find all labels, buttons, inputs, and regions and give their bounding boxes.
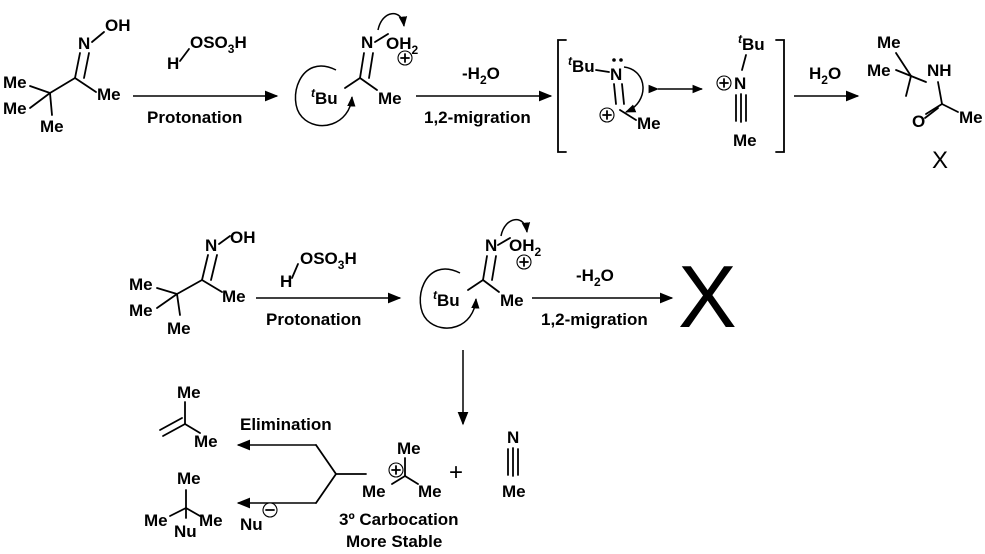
plus-sign: + xyxy=(449,459,463,486)
atom-o: O xyxy=(912,112,925,131)
starting-oxime-top: N OH Me Me Me Me xyxy=(3,16,131,136)
atom-me: Me xyxy=(129,275,153,294)
protonation-step-bottom: H OSO3H Protonation xyxy=(256,249,402,329)
label-migration: 1,2-migration xyxy=(541,310,648,329)
atom-oh: OH xyxy=(230,228,256,247)
atom-me: Me xyxy=(177,383,201,402)
atom-tbu: tBu xyxy=(433,288,460,310)
atom-me: Me xyxy=(3,73,27,92)
label-protonation: Protonation xyxy=(266,310,361,329)
reagent-oso3h: OSO3H xyxy=(300,249,357,272)
atom-n: N xyxy=(361,33,373,52)
atom-me: Me xyxy=(418,482,442,501)
atom-n: N xyxy=(78,34,90,53)
atom-me: Me xyxy=(397,439,421,458)
atom-n: N xyxy=(485,236,497,255)
reagent-h: H xyxy=(280,272,292,291)
atom-me: Me xyxy=(222,287,246,306)
atom-nh: NH xyxy=(927,61,952,80)
atom-n: N xyxy=(507,428,519,447)
atom-me: Me xyxy=(144,511,168,530)
atom-oh: OH xyxy=(105,16,131,35)
amide-product: Me Me NH O Me X xyxy=(867,33,983,174)
nitrilium-resonance: tBu N Me tBu N Me xyxy=(557,32,785,153)
atom-nu: Nu xyxy=(174,522,197,541)
atom-me: Me xyxy=(3,99,27,118)
reagent-oso3h: OSO3H xyxy=(190,33,247,56)
label-water: H2O xyxy=(809,64,841,87)
atom-me: Me xyxy=(378,89,402,108)
hydration-step-top: H2O xyxy=(794,64,860,102)
bottom-scheme: N OH Me Me Me Me H OSO3H Protonation N O… xyxy=(129,219,737,551)
label-minus-water: -H2O xyxy=(462,64,500,87)
atom-me: Me xyxy=(40,117,64,136)
atom-me: Me xyxy=(194,432,218,451)
atom-me: Me xyxy=(199,511,223,530)
isobutylene: Me Me xyxy=(159,383,218,451)
atom-me: Me xyxy=(500,291,524,310)
product-x-label: X xyxy=(932,147,948,174)
atom-me: Me xyxy=(167,319,191,338)
atom-tbu: tBu xyxy=(568,54,595,76)
carbocation-stability-label: More Stable xyxy=(346,532,442,551)
carbocation-label: 3º Carbocation xyxy=(339,510,459,529)
blocked-product-x: X xyxy=(678,247,737,346)
atom-tbu: tBu xyxy=(738,32,765,54)
atom-oh2: OH2 xyxy=(386,34,419,57)
atom-me: Me xyxy=(733,131,757,150)
reagent-h: H xyxy=(167,54,179,73)
tert-butyl-carbocation: Me Me Me 3º Carbocation More Stable xyxy=(339,439,459,551)
protonated-oxime-bottom: N OH2 tBu Me xyxy=(419,219,542,329)
label-minus-water: -H2O xyxy=(576,266,614,289)
tert-butyl-nucleophile-adduct: Me Me Me Nu xyxy=(144,469,223,541)
top-scheme: N OH Me Me Me Me H OSO3H Protonation N O… xyxy=(3,13,983,174)
atom-oh2: OH2 xyxy=(509,236,542,259)
atom-me: Me xyxy=(877,33,901,52)
migration-step-top: -H2O 1,2-migration xyxy=(416,64,553,127)
atom-me: Me xyxy=(97,85,121,104)
atom-me: Me xyxy=(502,482,526,501)
atom-n: N xyxy=(205,236,217,255)
atom-n: N xyxy=(734,74,746,93)
atom-me: Me xyxy=(959,108,983,127)
label-protonation: Protonation xyxy=(147,108,242,127)
atom-nu: Nu xyxy=(240,515,263,534)
label-elimination: Elimination xyxy=(240,415,332,434)
acetonitrile: N Me xyxy=(502,428,526,501)
atom-me: Me xyxy=(362,482,386,501)
atom-n: N xyxy=(610,65,622,84)
migration-step-bottom: -H2O 1,2-migration X xyxy=(532,247,737,346)
atom-me: Me xyxy=(177,469,201,488)
protonated-oxime-top: N OH2 tBu Me xyxy=(294,13,419,127)
atom-me: Me xyxy=(637,114,661,133)
branch-arrows: Elimination Nu xyxy=(236,415,367,534)
atom-tbu: tBu xyxy=(311,86,338,108)
atom-me: Me xyxy=(867,61,891,80)
label-migration: 1,2-migration xyxy=(424,108,531,127)
atom-me: Me xyxy=(129,301,153,320)
starting-oxime-bottom: N OH Me Me Me Me xyxy=(129,228,256,338)
protonation-step-top: H OSO3H Protonation xyxy=(133,33,279,127)
